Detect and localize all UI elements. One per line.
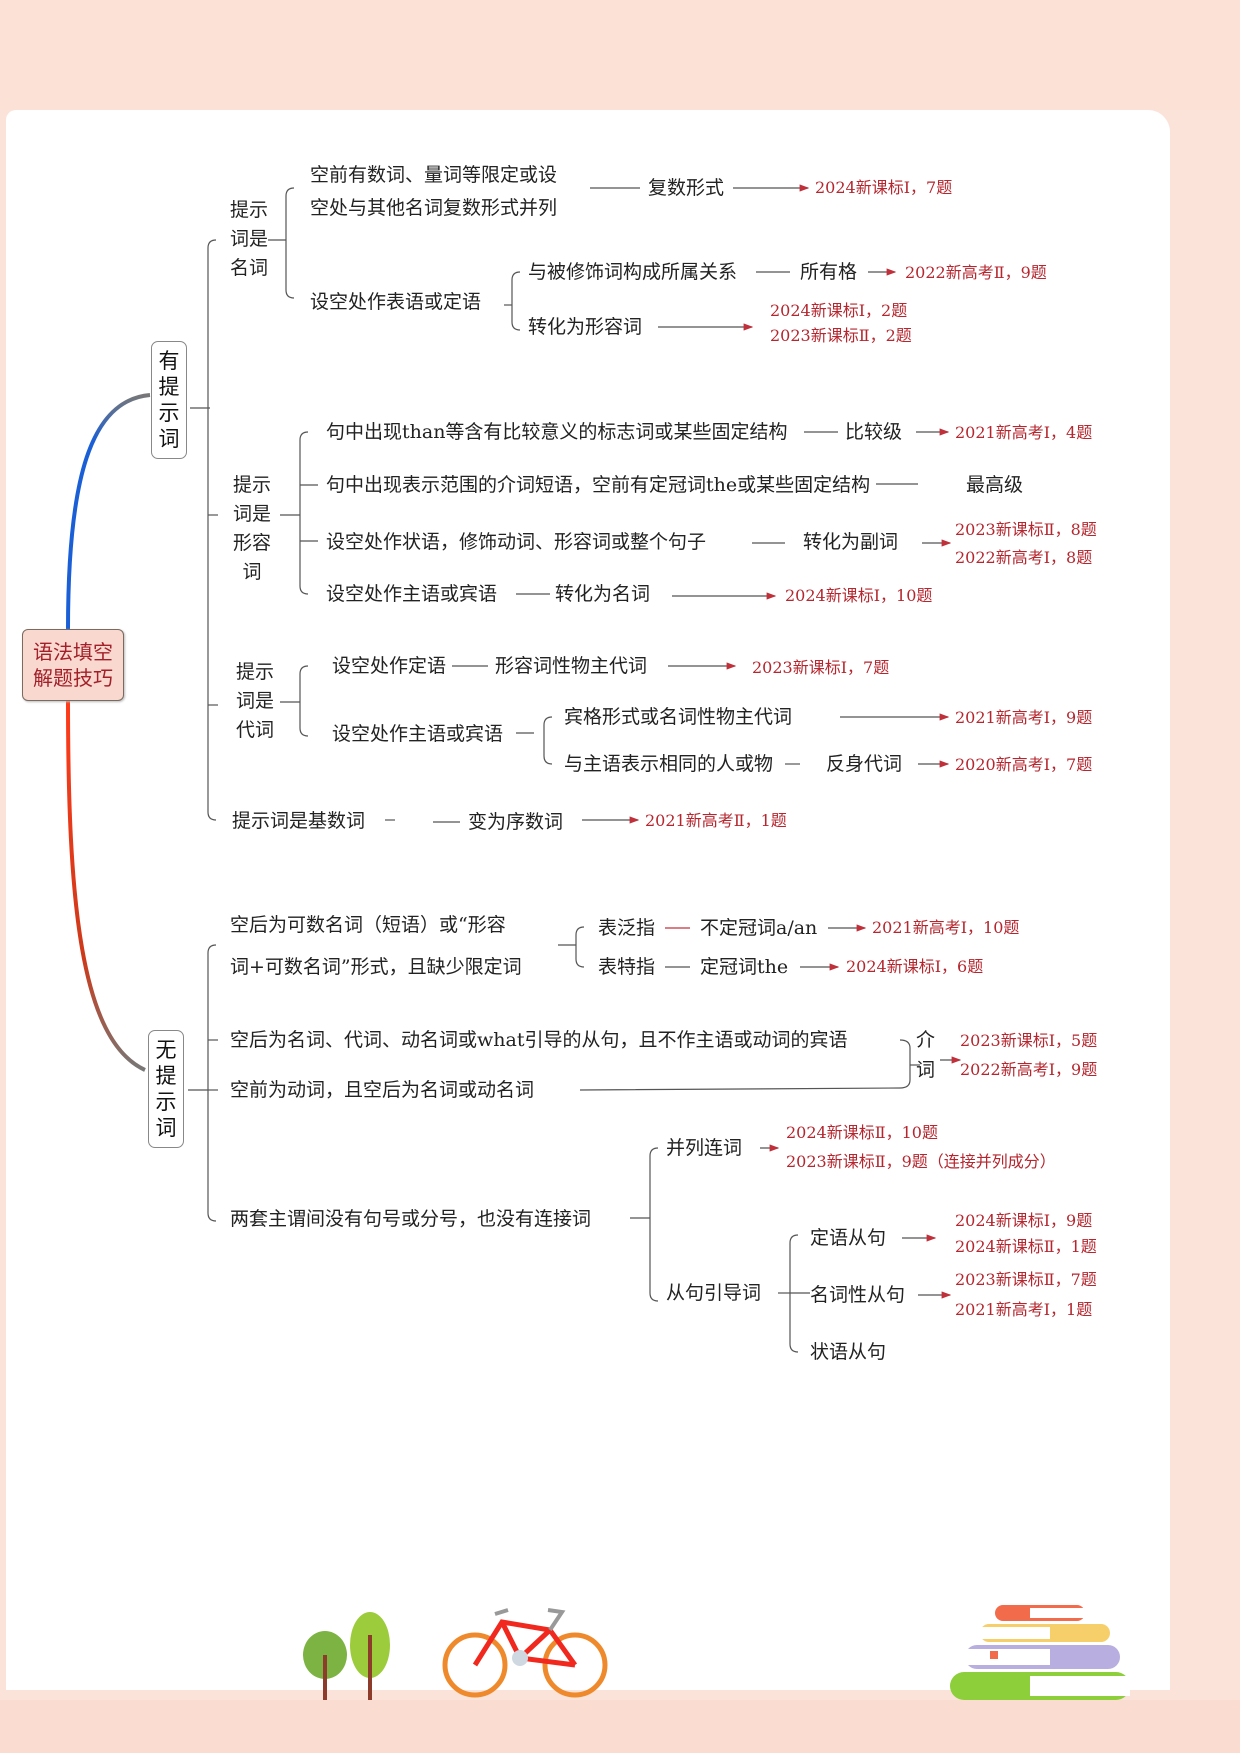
adj-rule1: 句中出现than等含有比较意义的标志词或某些固定结构 [326, 421, 788, 443]
noun-rule2: 设空处作表语或定语 [310, 291, 482, 313]
branch-char: 无 [155, 1038, 177, 1062]
pron-rule2b: 与主语表示相同的人或物 [564, 753, 774, 775]
prep-rule2: 空前为动词，且空后为名词或动名词 [230, 1079, 535, 1101]
trees-illustration [303, 1612, 390, 1700]
article-specific-ref: 2024新课标Ⅰ，6题 [846, 957, 984, 976]
bottom-decorative-band [0, 1700, 1240, 1753]
branch-with-hint[interactable]: 有 提 示 词 [151, 341, 187, 459]
conj-coord-ref1: 2024新课标Ⅱ，10题 [786, 1123, 938, 1142]
noun-rule1-line1: 空前有数词、量词等限定或设 [310, 164, 558, 186]
adj-rule3-ref2: 2022新高考Ⅰ，8题 [955, 548, 1093, 567]
pron-rule2b-result: 反身代词 [826, 753, 903, 775]
prep-result-char2: 词 [916, 1059, 936, 1081]
bicycle-illustration [442, 1608, 608, 1698]
noun-rule2a-result: 所有格 [800, 261, 858, 283]
article-specific-label: 表特指 [598, 956, 656, 978]
branch-without-hint[interactable]: 无 提 示 词 [148, 1030, 184, 1148]
node-hint-noun[interactable]: 提示 词是 名词 [228, 196, 270, 283]
node-label: 提示 [232, 474, 271, 496]
article-rule-line1: 空后为可数名词（短语）或“形容 [230, 914, 506, 936]
adj-rule1-result: 比较级 [845, 421, 903, 443]
root-node[interactable]: 语法填空 解题技巧 [22, 629, 124, 701]
adj-rule4-ref: 2024新课标Ⅰ，10题 [785, 586, 933, 605]
noun-rule2b-ref2: 2023新课标Ⅱ，2题 [770, 326, 912, 345]
noun-rule1-result: 复数形式 [648, 177, 725, 199]
pron-rule2a-ref: 2021新高考Ⅰ，9题 [955, 708, 1093, 727]
page-canvas [6, 110, 1170, 1690]
conj-noun-ref1: 2023新课标Ⅱ，7题 [955, 1270, 1097, 1289]
adj-rule1-ref: 2021新高考Ⅰ，4题 [955, 423, 1093, 442]
node-label: 词是 [235, 690, 274, 712]
adj-rule4: 设空处作主语或宾语 [326, 583, 498, 605]
conj-coord-ref2: 2023新课标Ⅱ，9题（连接并列成分） [786, 1152, 1056, 1171]
adj-rule2-result: 最高级 [966, 474, 1024, 496]
prep-ref2: 2022新高考Ⅰ，9题 [960, 1060, 1098, 1079]
conj-rule: 两套主谓间没有句号或分号，也没有连接词 [230, 1208, 592, 1230]
adj-rule3: 设空处作状语，修饰动词、形容词或整个句子 [326, 531, 707, 553]
node-label: 词是 [232, 503, 271, 525]
branch-char: 示 [158, 401, 180, 425]
prep-ref1: 2023新课标Ⅰ，5题 [960, 1031, 1098, 1050]
conj-attr-ref1: 2024新课标Ⅰ，9题 [955, 1211, 1093, 1230]
node-label: 提示 [229, 199, 268, 221]
conj-attributive-clause: 定语从句 [810, 1227, 887, 1249]
pron-rule1: 设空处作定语 [332, 655, 447, 677]
branch-char: 示 [155, 1090, 177, 1114]
node-label: 名词 [229, 257, 268, 279]
noun-rule2b-ref1: 2024新课标Ⅰ，2题 [770, 301, 908, 320]
conj-attr-ref2: 2024新课标Ⅱ，1题 [955, 1237, 1097, 1256]
branch-char: 词 [158, 427, 180, 451]
cardinal-result: 变为序数词 [468, 811, 564, 833]
conj-noun-ref2: 2021新高考Ⅰ，1题 [955, 1300, 1093, 1319]
noun-rule2b: 转化为形容词 [528, 316, 643, 338]
noun-rule1-line2: 空处与其他名词复数形式并列 [310, 197, 558, 219]
article-rule-line2: 词+可数名词”形式，且缺少限定词 [230, 956, 522, 978]
conj-coordinating: 并列连词 [666, 1137, 743, 1159]
cardinal-ref: 2021新高考Ⅱ，1题 [645, 811, 787, 830]
node-hint-cardinal[interactable]: 提示词是基数词 [232, 810, 366, 832]
adj-rule3-ref1: 2023新课标Ⅱ，8题 [955, 520, 1097, 539]
root-title-line1: 语法填空 [33, 640, 113, 664]
node-hint-pronoun[interactable]: 提示 词是 代词 [234, 658, 276, 745]
article-specific-result: 定冠词the [700, 956, 789, 978]
node-label: 形容词 [232, 532, 271, 583]
adj-rule4-result: 转化为名词 [555, 583, 651, 605]
root-title-line2: 解题技巧 [33, 666, 113, 690]
top-decorative-band [0, 0, 1240, 110]
branch-char: 词 [155, 1116, 177, 1140]
pron-rule1-result: 形容词性物主代词 [495, 655, 648, 677]
prep-result-char1: 介 [916, 1029, 936, 1051]
branch-char: 提 [158, 375, 180, 399]
adj-rule3-result: 转化为副词 [803, 531, 899, 553]
node-label: 代词 [235, 719, 274, 741]
prep-rule1: 空后为名词、代词、动名词或what引导的从句，且不作主语或动词的宾语 [230, 1029, 848, 1051]
conj-noun-clause: 名词性从句 [810, 1284, 906, 1306]
adj-rule2: 句中出现表示范围的介词短语，空前有定冠词the或某些固定结构 [326, 474, 871, 496]
article-general-ref: 2021新高考Ⅰ，10题 [872, 918, 1020, 937]
books-illustration [950, 1605, 1130, 1700]
noun-rule2a-ref: 2022新高考Ⅱ，9题 [905, 263, 1047, 282]
pron-rule2: 设空处作主语或宾语 [332, 723, 504, 745]
pron-rule2a: 宾格形式或名词性物主代词 [564, 706, 793, 728]
branch-char: 有 [158, 349, 180, 373]
node-label: 提示 [235, 661, 274, 683]
pron-rule1-ref: 2023新课标Ⅰ，7题 [752, 658, 890, 677]
noun-rule2a: 与被修饰词构成所属关系 [528, 261, 738, 283]
article-general-result: 不定冠词a/an [700, 917, 818, 939]
node-label: 词是 [229, 228, 268, 250]
pron-rule2b-ref: 2020新高考Ⅰ，7题 [955, 755, 1093, 774]
article-general-label: 表泛指 [598, 917, 656, 939]
conj-adverbial-clause: 状语从句 [810, 1341, 887, 1363]
conj-clause-introducer: 从句引导词 [666, 1282, 762, 1304]
branch-char: 提 [155, 1064, 177, 1088]
noun-rule1-ref: 2024新课标Ⅰ，7题 [815, 178, 953, 197]
node-hint-adjective[interactable]: 提示 词是 形容词 [224, 471, 280, 587]
